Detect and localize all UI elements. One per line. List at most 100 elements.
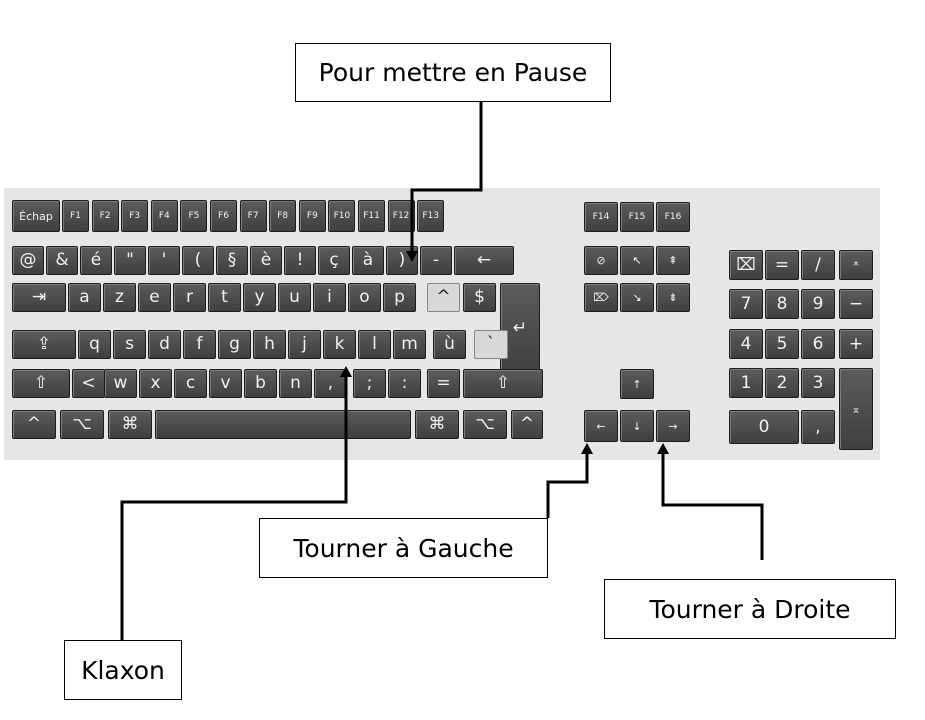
key-f10[interactable]: F10 — [328, 200, 356, 232]
key-f11[interactable]: F11 — [358, 200, 385, 232]
key-right-shift[interactable]: ⇧ — [463, 369, 543, 398]
key-semicolon[interactable]: ; — [353, 369, 386, 398]
key-tab[interactable]: ⇥ — [12, 283, 66, 312]
numpad-8[interactable]: 8 — [765, 289, 799, 319]
key-arrow-right[interactable]: → — [656, 410, 690, 442]
key-f2[interactable]: F2 — [91, 200, 119, 232]
key-u-grave[interactable]: ù — [433, 330, 466, 359]
key-option-1[interactable]: ⌥ — [60, 410, 104, 439]
key-dollar[interactable]: $ — [463, 283, 496, 312]
key-n[interactable]: n — [279, 369, 312, 398]
numpad-plus[interactable]: + — [839, 329, 873, 359]
key-exclamation[interactable]: ! — [284, 246, 316, 275]
key-q[interactable]: q — [78, 330, 111, 359]
key-at[interactable]: @ — [12, 246, 44, 275]
key-command-2[interactable]: ⌘ — [108, 410, 152, 439]
key-ampersand[interactable]: & — [46, 246, 78, 275]
key-delete[interactable]: ⌦ — [584, 283, 618, 312]
numpad-7[interactable]: 7 — [729, 289, 763, 319]
key-f8[interactable]: F8 — [269, 200, 297, 232]
numpad-decimal[interactable]: , — [801, 410, 835, 444]
key-f5[interactable]: F5 — [180, 200, 208, 232]
key-f3[interactable]: F3 — [121, 200, 149, 232]
key-u[interactable]: u — [278, 283, 311, 312]
key-f14[interactable]: F14 — [584, 202, 618, 232]
key-a[interactable]: a — [68, 283, 101, 312]
key-b[interactable]: b — [244, 369, 277, 398]
key-e-acute[interactable]: é — [80, 246, 112, 275]
key-f7[interactable]: F7 — [239, 200, 267, 232]
numpad-1[interactable]: 1 — [729, 368, 763, 398]
key-f16[interactable]: F16 — [656, 202, 690, 232]
key-f4[interactable]: F4 — [150, 200, 178, 232]
key-e-grave[interactable]: è — [250, 246, 282, 275]
numpad-equals[interactable]: = — [765, 250, 799, 280]
key-arrow-down[interactable]: ↓ — [620, 410, 654, 442]
numpad-5[interactable]: 5 — [765, 329, 799, 359]
key-o[interactable]: o — [348, 283, 381, 312]
key-w[interactable]: w — [104, 369, 137, 398]
key-f[interactable]: f — [183, 330, 216, 359]
key-k[interactable]: k — [323, 330, 356, 359]
key-c-cedilla[interactable]: ç — [318, 246, 350, 275]
key-page-up[interactable]: ⇞ — [656, 246, 690, 275]
key-option-5[interactable]: ⌥ — [463, 410, 507, 439]
key-f15[interactable]: F15 — [620, 202, 654, 232]
key-d[interactable]: d — [148, 330, 181, 359]
numpad-6[interactable]: 6 — [801, 329, 835, 359]
numpad-4[interactable]: 4 — [729, 329, 763, 359]
key-backtick[interactable]: ` — [474, 330, 508, 359]
key-escape[interactable]: Échap — [12, 200, 60, 232]
key-command-4[interactable]: ⌘ — [415, 410, 459, 439]
key-hyphen[interactable]: - — [420, 246, 452, 275]
key-section[interactable]: § — [216, 246, 248, 275]
key-h[interactable]: h — [253, 330, 286, 359]
key-open-paren[interactable]: ( — [182, 246, 214, 275]
key-caret-0[interactable]: ^ — [12, 410, 56, 439]
numpad-asterisk[interactable]: * — [839, 250, 873, 280]
key-left-arrow[interactable]: ← — [454, 246, 514, 275]
key-x[interactable]: x — [139, 369, 172, 398]
key-e[interactable]: e — [138, 283, 171, 312]
numpad-enter[interactable]: ⌅ — [839, 368, 873, 450]
key-end[interactable]: ↘ — [620, 283, 654, 312]
key-arrow-left[interactable]: ← — [584, 410, 618, 442]
numpad-slash[interactable]: / — [801, 250, 835, 280]
key-help[interactable]: ⊘ — [584, 246, 618, 275]
key-i[interactable]: i — [313, 283, 346, 312]
key-caps-lock[interactable]: ⇪ — [12, 330, 76, 359]
key-p[interactable]: p — [383, 283, 416, 312]
key-v[interactable]: v — [209, 369, 242, 398]
key-f1[interactable]: F1 — [62, 200, 89, 232]
numpad-0[interactable]: 0 — [729, 410, 799, 444]
numpad-2[interactable]: 2 — [765, 368, 799, 398]
key-a-grave[interactable]: à — [352, 246, 384, 275]
key-s[interactable]: s — [113, 330, 146, 359]
key-page-down[interactable]: ⇟ — [656, 283, 690, 312]
numpad-3[interactable]: 3 — [801, 368, 835, 398]
key-left-shift[interactable]: ⇧ — [12, 369, 70, 398]
key-f13[interactable]: F13 — [417, 200, 445, 232]
key-colon[interactable]: : — [388, 369, 421, 398]
numpad-minus[interactable]: − — [839, 289, 873, 319]
key-g[interactable]: g — [218, 330, 251, 359]
key-home[interactable]: ↖ — [620, 246, 654, 275]
key-comma[interactable]: , — [314, 369, 347, 398]
key-t[interactable]: t — [208, 283, 241, 312]
key-caret[interactable]: ^ — [427, 283, 460, 312]
numpad-clear[interactable]: ⌧ — [729, 250, 763, 280]
key-l[interactable]: l — [358, 330, 391, 359]
key-y[interactable]: y — [243, 283, 276, 312]
key-caret-6[interactable]: ^ — [511, 410, 543, 439]
key-m[interactable]: m — [393, 330, 426, 359]
key-r[interactable]: r — [173, 283, 206, 312]
numpad-9[interactable]: 9 — [801, 289, 835, 319]
key-f6[interactable]: F6 — [210, 200, 237, 232]
key-equals[interactable]: = — [427, 369, 460, 398]
key-apostrophe[interactable]: ' — [148, 246, 180, 275]
key-arrow-up[interactable]: ↑ — [620, 369, 654, 399]
key-j[interactable]: j — [288, 330, 321, 359]
key-z[interactable]: z — [103, 283, 136, 312]
key-f12[interactable]: F12 — [387, 200, 415, 232]
key-c[interactable]: c — [174, 369, 207, 398]
